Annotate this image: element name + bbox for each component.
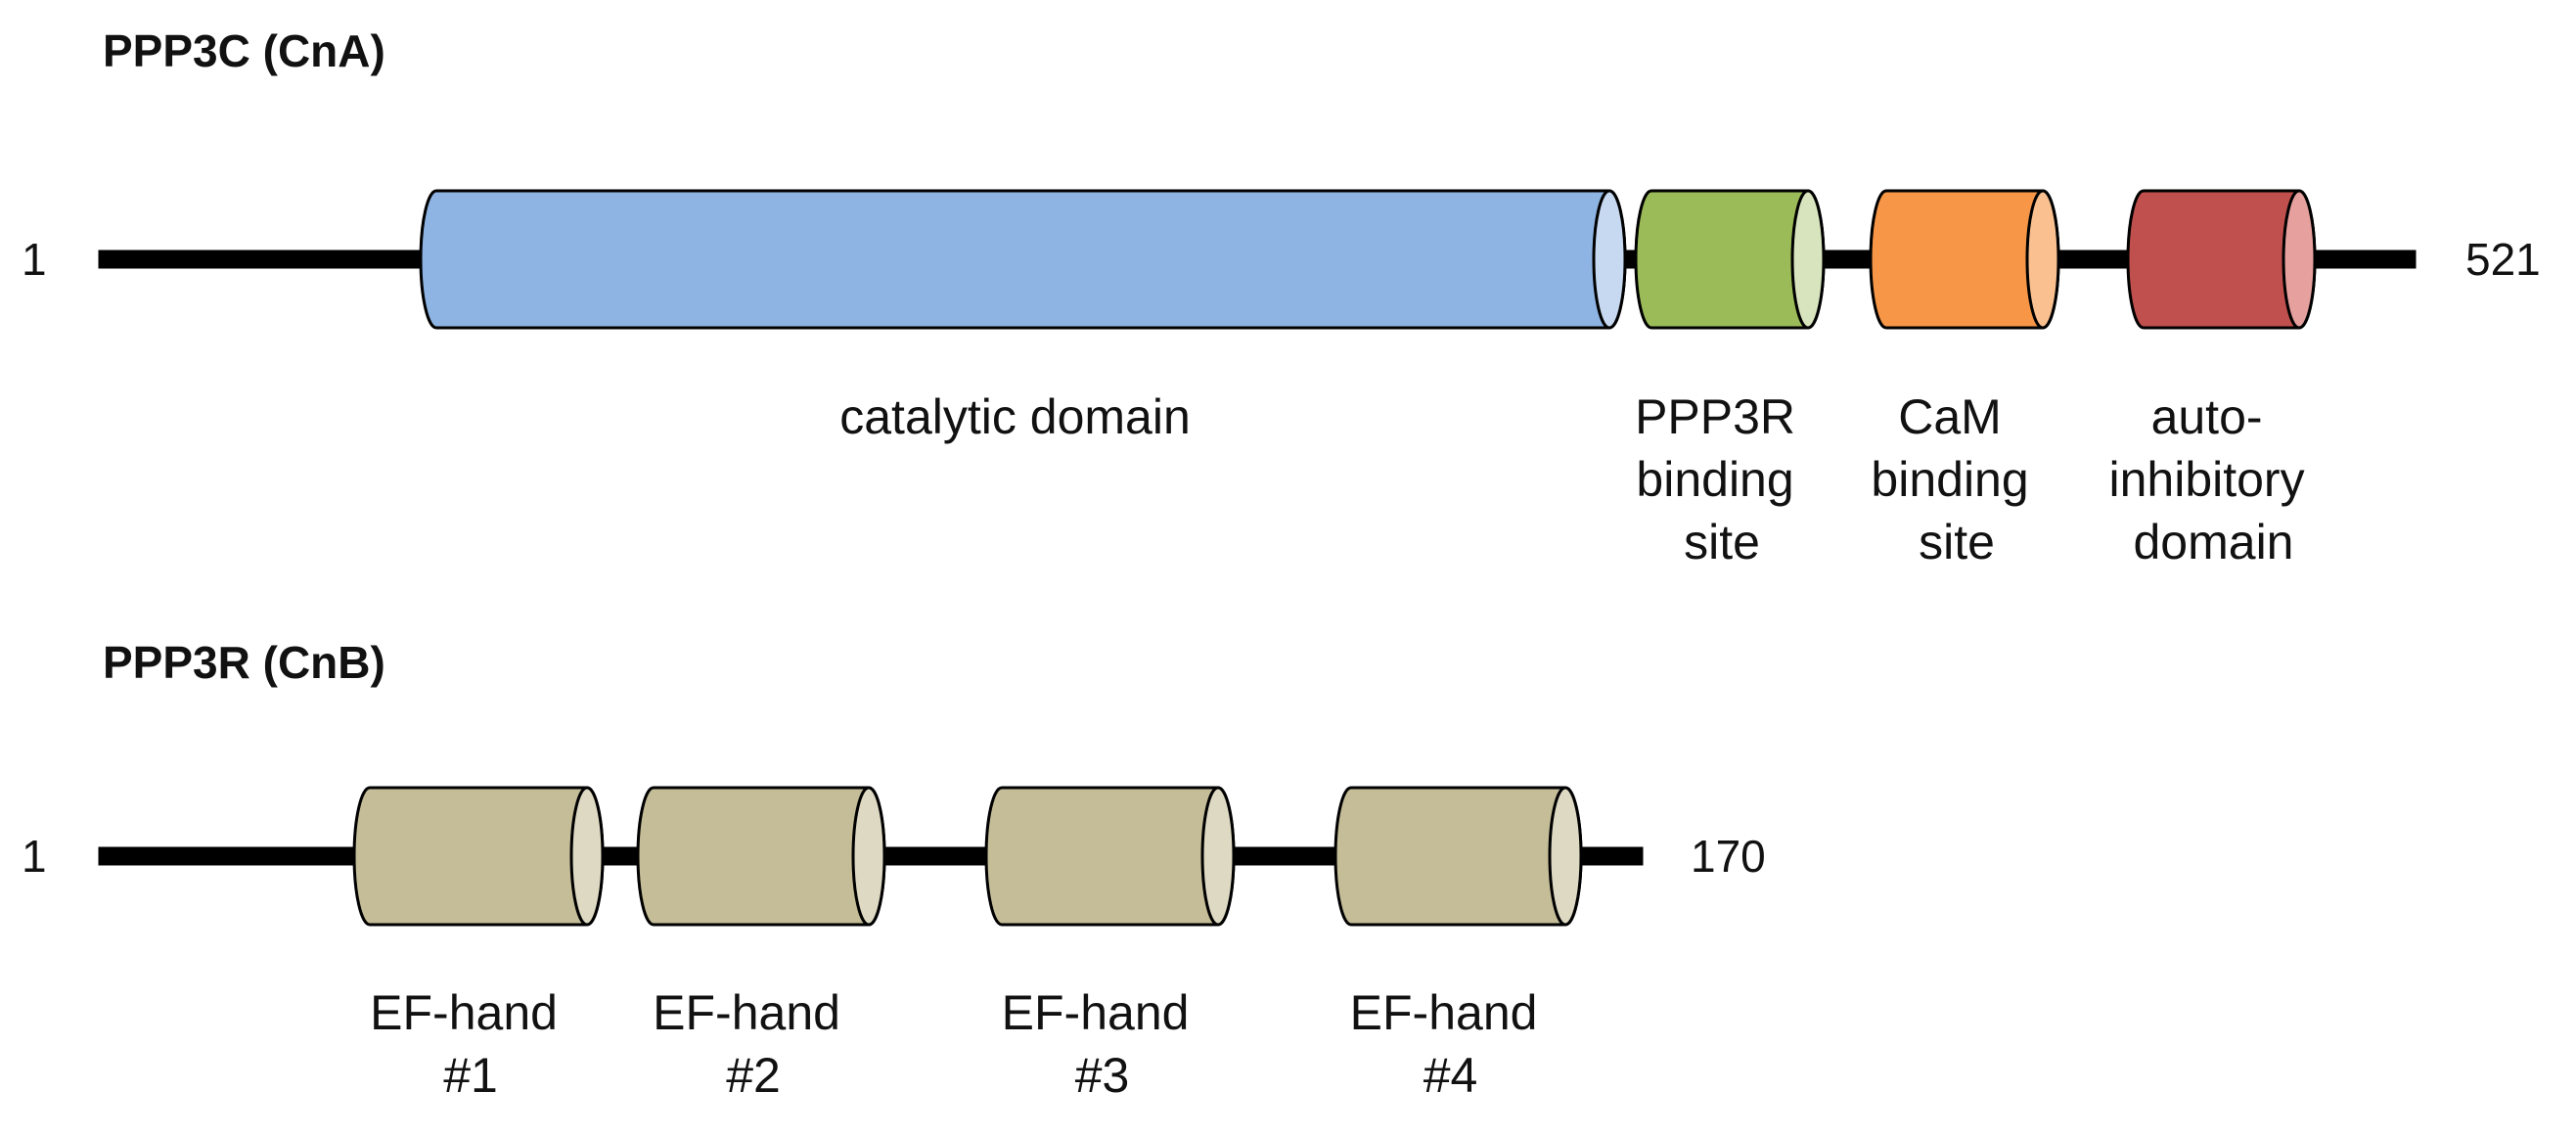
catalytic-domain: catalytic domain — [419, 189, 1627, 444]
domain-label: CaM binding site — [1871, 389, 2042, 569]
domain-cylinder-cap — [1548, 786, 1583, 927]
domain-cylinder-body — [636, 786, 886, 927]
end-residue-label: 521 — [2465, 234, 2541, 285]
domain-label: EF-hand #3 — [1002, 985, 1203, 1103]
protein-ppp3c: PPP3C (CnA) 1 521 catalytic domain PPP3R… — [22, 25, 2541, 569]
ef-hand-4: EF-hand #4 — [1333, 786, 1583, 1103]
start-residue-label: 1 — [22, 831, 47, 882]
autoinhibitory-domain: auto- inhibitory domain — [2108, 189, 2318, 569]
domain-label: EF-hand #1 — [370, 985, 571, 1103]
domain-cylinder-cap — [1592, 189, 1627, 330]
domain-label: EF-hand #4 — [1350, 985, 1552, 1103]
domain-cylinder-body — [352, 786, 605, 927]
ef-hand-2: EF-hand #2 — [636, 786, 886, 1103]
protein-title: PPP3R (CnB) — [103, 637, 385, 688]
domain-label: PPP3R binding site — [1635, 389, 1809, 569]
domain-cylinder-cap — [1790, 189, 1826, 330]
protein-ppp3r: PPP3R (CnB) 1 170 EF-hand #1 EF-hand #2 … — [22, 637, 1766, 1103]
domain-label: auto- inhibitory domain — [2108, 389, 2318, 569]
domain-cylinder-body — [1333, 786, 1583, 927]
domain-label: EF-hand #2 — [653, 985, 854, 1103]
start-residue-label: 1 — [22, 234, 47, 285]
domain-cylinder-body — [419, 189, 1627, 330]
domain-cylinder-cap — [851, 786, 886, 927]
domain-cylinder-cap — [2025, 189, 2060, 330]
end-residue-label: 170 — [1691, 831, 1766, 882]
domain-cylinder-body — [984, 786, 1236, 927]
ef-hand-1: EF-hand #1 — [352, 786, 605, 1103]
cam-binding-site: CaM binding site — [1869, 189, 2060, 569]
domain-cylinder-cap — [1200, 786, 1236, 927]
domain-label: catalytic domain — [839, 389, 1191, 444]
ppp3r-binding-site: PPP3R binding site — [1634, 189, 1826, 569]
domain-cylinder-cap — [569, 786, 605, 927]
domain-cylinder-cap — [2282, 189, 2317, 330]
ef-hand-3: EF-hand #3 — [984, 786, 1236, 1103]
protein-title: PPP3C (CnA) — [103, 25, 385, 76]
